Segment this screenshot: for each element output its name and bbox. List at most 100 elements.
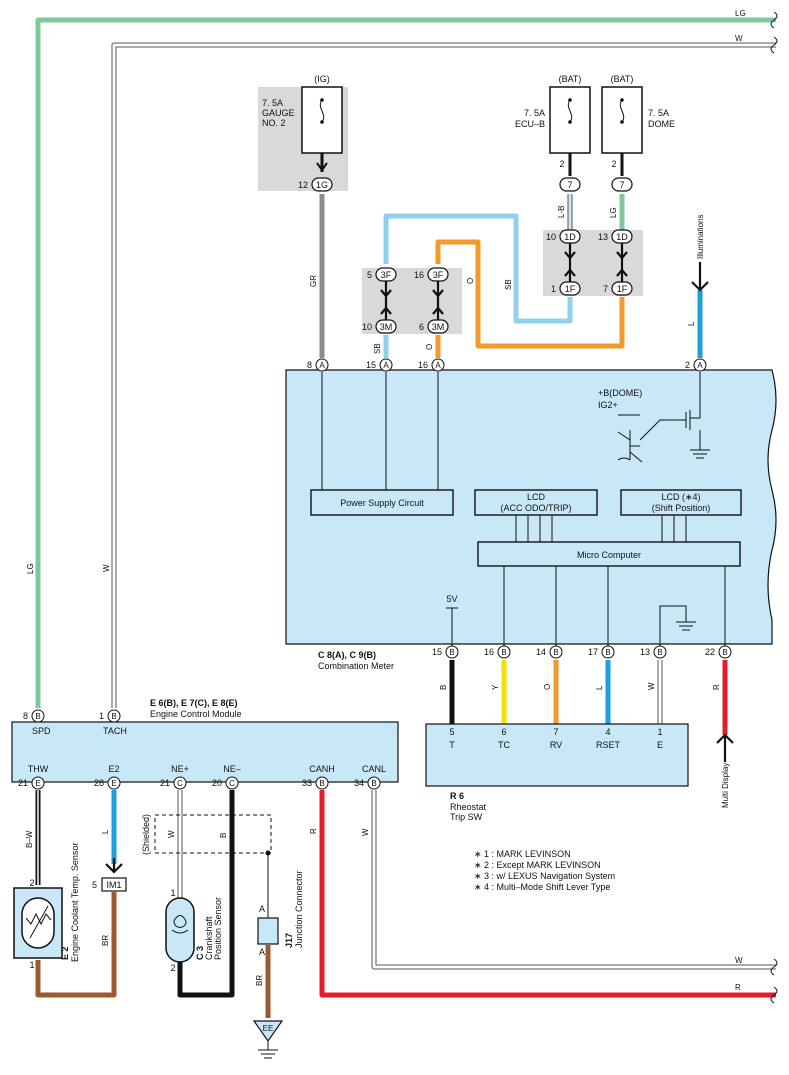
- meter-label-name: Combination Meter: [318, 661, 394, 671]
- rheostat-name2: Trip SW: [450, 812, 483, 822]
- meter-label-id: C 8(A), C 9(B): [318, 650, 376, 660]
- rheo-pin-6: 6: [501, 727, 506, 737]
- label-l-rset: L: [595, 685, 604, 690]
- ee-label: EE: [263, 1024, 274, 1033]
- meter-pin-b13-letter: B: [657, 648, 662, 657]
- label-o-upper: O: [466, 278, 475, 284]
- label-w-side: W: [102, 564, 111, 572]
- micro-computer-label: Micro Computer: [577, 550, 641, 560]
- ecm-pin-b34-num: 34: [354, 778, 364, 788]
- rheo-pin-5: 5: [449, 727, 454, 737]
- meter-pin-b22-letter: B: [722, 648, 727, 657]
- break-marks: [770, 11, 778, 1004]
- meter-pin-a15-letter: A: [383, 361, 389, 370]
- ecm-pin-c21-letter: C: [177, 779, 183, 788]
- e2-pin-top: 2: [29, 878, 34, 888]
- rheo-pin-1: 1: [657, 727, 662, 737]
- wire-o-upper: [435, 239, 625, 349]
- rheo-pin-7: 7: [553, 727, 558, 737]
- label-lb: L-B: [557, 206, 566, 218]
- e2-pin-bot: 1: [29, 960, 34, 970]
- meter-pin-a8-num: 8: [307, 360, 312, 370]
- meter-pin-a16-letter: A: [435, 361, 441, 370]
- wire-lg-top: [35, 17, 776, 708]
- ecm-pin-canl: CANL: [362, 764, 386, 774]
- fuse-gauge: (IG) 7. 5A GAUGE NO. 2: [258, 74, 348, 191]
- meter-bdome: +B(DOME): [598, 388, 642, 398]
- lcd2-line1: LCD (∗4): [661, 492, 700, 502]
- notes: ∗ 1 : MARK LEVINSON ∗ 2 : Except MARK LE…: [474, 849, 615, 892]
- fuse-ecub-source: (BAT): [559, 74, 582, 84]
- meter-ig2: IG2+: [598, 400, 618, 410]
- conn-1f-b: 1F: [617, 284, 628, 294]
- j17-a-bot: A: [259, 947, 265, 957]
- meter-pin-a16-num: 16: [418, 360, 428, 370]
- label-o-rv: O: [543, 684, 552, 690]
- meter-pin-b22-num: 22: [705, 647, 715, 657]
- wires: [35, 17, 776, 1018]
- conn-7-1f: 7: [603, 284, 608, 294]
- fuse-gauge-name1: GAUGE: [262, 108, 295, 118]
- lcd1-line2: (ACC ODO/TRIP): [501, 503, 572, 513]
- ecm-pin-e28-letter: E: [111, 779, 116, 788]
- ecm-pin-e28-num: 28: [94, 778, 104, 788]
- conn-1: 1: [551, 284, 556, 294]
- conn-16: 16: [414, 270, 424, 280]
- label-r-bottom: R: [735, 983, 741, 992]
- ecm-pin-e21-num: 21: [18, 778, 28, 788]
- wire-sb-upper: [383, 213, 573, 324]
- conn-1f-a: 1F: [565, 284, 576, 294]
- multi-display-arrow: Multi Display: [716, 733, 734, 808]
- j17-id: J17: [284, 933, 294, 948]
- note-1: ∗ 1 : MARK LEVINSON: [474, 849, 571, 859]
- ecm-pin-tach: TACH: [103, 726, 127, 736]
- meter-pin-a2-letter: A: [697, 361, 703, 370]
- conn-12: 12: [298, 180, 308, 190]
- connector-ovals: 1G 12 7 2 7 2 1D 10 1D 13 1F 1 1F 7 3F 5…: [298, 159, 633, 334]
- rheo-pin-t: T: [449, 740, 455, 750]
- conn-10: 10: [546, 232, 556, 242]
- meter-pin-b15-num: 15: [432, 647, 442, 657]
- ecm-pin-b33-letter: B: [319, 779, 324, 788]
- lcd2-line2: (Shift Position): [652, 503, 711, 513]
- conn-3f-b: 3F: [433, 270, 444, 280]
- fuse-ecub: (BAT) 7. 5A ECU–B: [515, 74, 591, 176]
- rheostat-id: R 6: [450, 791, 464, 801]
- ecm-pin-canh: CANH: [309, 764, 335, 774]
- engine-coolant-temp-sensor: 2 1 E 2 Engine Coolant Temp. Sensor: [13, 843, 80, 970]
- crankshaft-position-sensor: 1 2 C 3 Crankshaft Position Sensor: [165, 888, 223, 973]
- conn-1d-b: 1D: [616, 232, 628, 242]
- ecm-pin-e2: E2: [108, 764, 119, 774]
- meter-pin-b16-letter: B: [501, 648, 506, 657]
- wire-b-ne: [177, 790, 235, 998]
- meter-pin-a15-num: 15: [366, 360, 376, 370]
- ecm-pin-c20-num: 20: [212, 778, 222, 788]
- meter-pin-b14-letter: B: [553, 648, 558, 657]
- conn-3m-a: 3M: [380, 322, 393, 332]
- label-w-canl: W: [361, 828, 370, 836]
- meter-pin-b16-num: 16: [484, 647, 494, 657]
- meter-bottom-pins: [445, 645, 732, 659]
- ecm-pin-thw: THW: [28, 764, 49, 774]
- conn-2-dome: 2: [611, 159, 616, 169]
- meter-pin-a2-num: 2: [685, 360, 690, 370]
- im1-connector: IM1 5: [92, 858, 127, 892]
- label-br-im1: BR: [101, 935, 110, 946]
- fuse-gauge-rating: 7. 5A: [262, 98, 283, 108]
- rheostat-trip-sw: 5 T 6 TC 7 RV 4 RSET 1 E R 6 Rheostat Tr…: [425, 723, 689, 822]
- fuse-dome-name: DOME: [648, 119, 675, 129]
- meter-pin-b15-letter: B: [449, 648, 454, 657]
- e2-name: Engine Coolant Temp. Sensor: [70, 843, 80, 962]
- note-4: ∗ 4 : Multi–Mode Shift Lever Type: [474, 882, 610, 892]
- label-gr: GR: [309, 275, 318, 287]
- combination-meter: A 8 A 15 A 16 A 2 +B(DOME) IG2+ Power Su…: [285, 358, 777, 671]
- label-b-t: B: [439, 685, 448, 690]
- fuse-gauge-source: (IG): [314, 74, 330, 84]
- c3-pin-bot: 2: [170, 963, 175, 973]
- label-r-md: R: [712, 684, 721, 690]
- c3-name2: Position Sensor: [213, 897, 223, 960]
- rheostat-name1: Rheostat: [450, 802, 487, 812]
- ground-ee: EE: [252, 1020, 284, 1059]
- label-sb-upper: SB: [504, 279, 513, 290]
- conn-2-ecub: 2: [559, 159, 564, 169]
